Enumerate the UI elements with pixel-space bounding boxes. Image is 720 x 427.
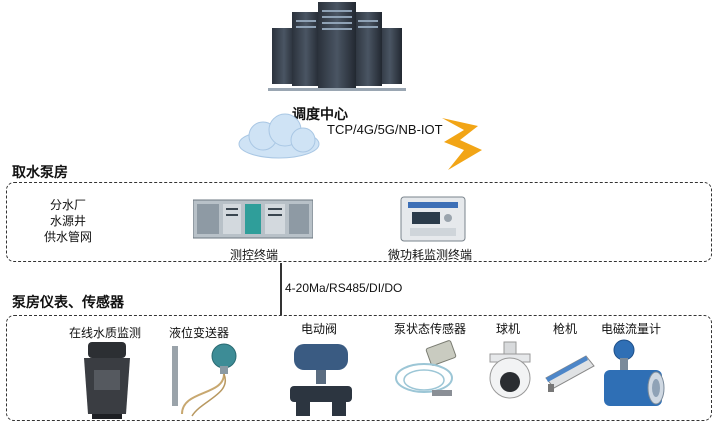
bullet-camera-icon xyxy=(545,355,595,392)
device-label: 测控终端 xyxy=(229,248,278,262)
interface-label: 4-20Ma/RS485/DI/DO xyxy=(285,281,403,295)
water-quality-monitor-icon xyxy=(84,342,130,419)
source-item: 供水管网 xyxy=(44,230,93,244)
instrument-label: 球机 xyxy=(495,322,520,336)
instruments-title: 泵房仪表、传感器 xyxy=(12,294,124,310)
pump-room-box xyxy=(6,182,712,262)
device-label: 微功耗监测终端 xyxy=(387,248,472,262)
pump-room-title: 取水泵房 xyxy=(12,164,68,180)
flowmeter-icon xyxy=(604,339,665,406)
instruments-box xyxy=(6,315,712,421)
server-cluster-icon xyxy=(268,2,406,91)
connector-line xyxy=(280,263,282,315)
instrument-label: 枪机 xyxy=(552,322,577,336)
plc-terminal-icon xyxy=(193,199,313,239)
source-item: 水源井 xyxy=(50,214,87,228)
instrument-label: 电磁流量计 xyxy=(600,322,661,336)
dome-camera-icon xyxy=(489,341,531,399)
pump-sensor-icon xyxy=(395,340,457,396)
instrument-label: 泵状态传感器 xyxy=(393,322,466,336)
instrument-label: 液位变送器 xyxy=(168,326,229,340)
instrument-label: 电动阀 xyxy=(300,322,337,336)
lightning-icon xyxy=(442,118,482,170)
instrument-label: 在线水质监测 xyxy=(68,326,141,340)
electric-valve-icon xyxy=(290,344,352,416)
source-item: 分水厂 xyxy=(50,198,87,212)
protocol-label: TCP/4G/5G/NB-IOT xyxy=(327,122,443,137)
low-power-terminal-icon xyxy=(400,196,466,242)
dispatch-center-title: 调度中心 xyxy=(292,106,348,122)
level-transmitter-icon xyxy=(172,343,237,417)
cloud-icon xyxy=(238,113,320,159)
